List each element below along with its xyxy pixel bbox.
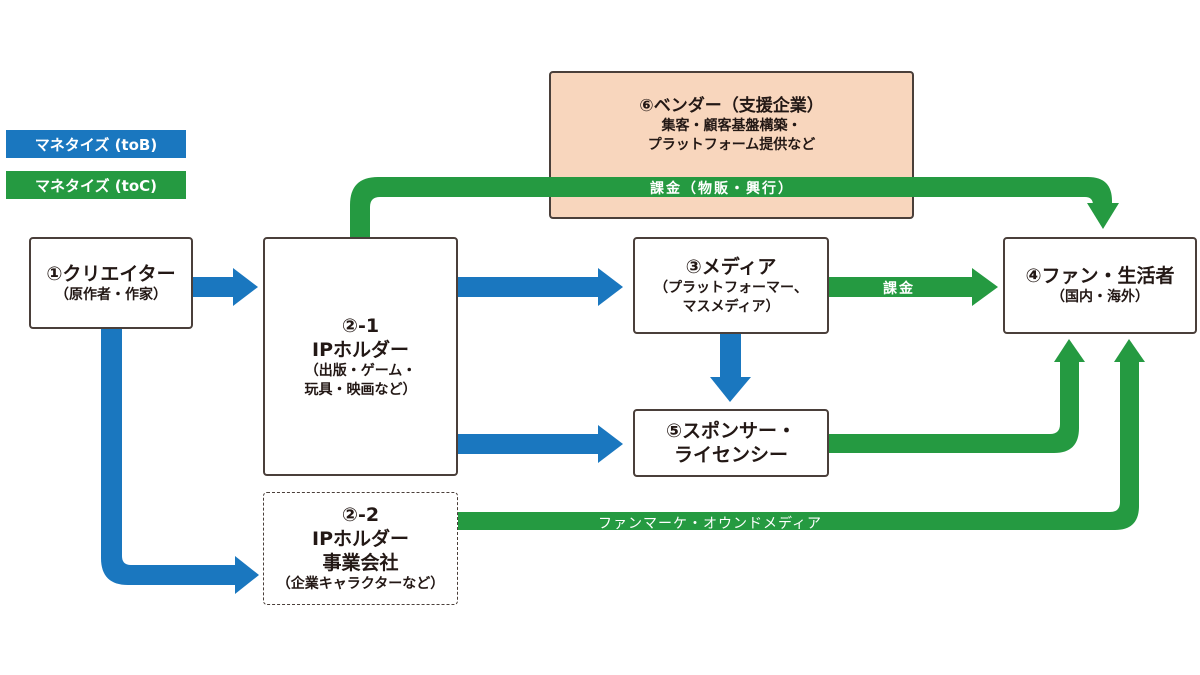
media-sub-2: マスメディア） — [682, 298, 780, 315]
ip1-number: ②-1 — [341, 314, 380, 337]
fans-title: ④ファン・生活者 — [1025, 265, 1175, 287]
vendor-sub-1: 集客・顧客基盤構築・ — [661, 118, 802, 134]
ip2-sub: （企業キャラクターなど） — [276, 576, 445, 592]
node-sponsor: ⑤スポンサー・ ライセンシー — [633, 409, 829, 477]
node-media: ③メディア （プラットフォーマー、 マスメディア） — [633, 237, 829, 334]
sponsor-title-1: ⑤スポンサー・ — [665, 420, 797, 442]
creator-title: ①クリエイター — [46, 262, 176, 285]
node-ip-holder-2: ②-2 IPホルダー 事業会社 （企業キャラクターなど） — [263, 492, 458, 605]
flow-label-goods-events: 課金（物販・興行） — [650, 181, 794, 197]
flow-label-media-billing: 課金 — [883, 281, 915, 297]
arrow-creator-to-ip2 — [101, 329, 259, 594]
arrow-media-to-fans — [829, 268, 998, 306]
media-title: ③メディア — [685, 255, 777, 278]
ip1-sub-2: 玩具・映画など） — [304, 381, 417, 398]
arrow-ip2-to-fans — [458, 339, 1145, 530]
legend-toc: マネタイズ (toC) — [6, 171, 186, 199]
flow-label-owned-media: ファンマーケ・オウンドメディア — [598, 516, 823, 532]
arrow-ip1-to-media — [458, 268, 623, 306]
media-sub-1: （プラットフォーマー、 — [654, 279, 808, 296]
ip2-title-2: 事業会社 — [322, 552, 399, 574]
sponsor-title-2: ライセンシー — [673, 444, 788, 466]
legend-tob: マネタイズ (toB) — [6, 130, 186, 158]
vendor-title: ⑥ベンダー（支援企業） — [639, 96, 824, 116]
node-ip-holder-1: ②-1 IPホルダー （出版・ゲーム・ 玩具・映画など） — [263, 237, 458, 476]
creator-sub: （原作者・作家） — [55, 286, 167, 303]
arrow-ip1-to-sponsor — [458, 425, 623, 463]
fans-sub: （国内・海外） — [1051, 289, 1149, 305]
ip2-title: IPホルダー — [312, 528, 409, 550]
arrow-creator-to-ip1 — [193, 268, 258, 306]
ip2-number: ②-2 — [341, 504, 380, 526]
legend-tob-label: マネタイズ (toB) — [34, 135, 158, 154]
ip1-sub-1: （出版・ゲーム・ — [304, 362, 417, 379]
arrow-sponsor-to-fans — [829, 339, 1085, 453]
arrow-media-to-sponsor — [710, 334, 751, 402]
vendor-sub-2: プラットフォーム提供など — [647, 137, 816, 153]
legend-toc-label: マネタイズ (toC) — [35, 176, 157, 195]
node-fans: ④ファン・生活者 （国内・海外） — [1003, 237, 1197, 334]
ip1-title: IPホルダー — [312, 338, 409, 361]
node-creator: ①クリエイター （原作者・作家） — [29, 237, 193, 329]
